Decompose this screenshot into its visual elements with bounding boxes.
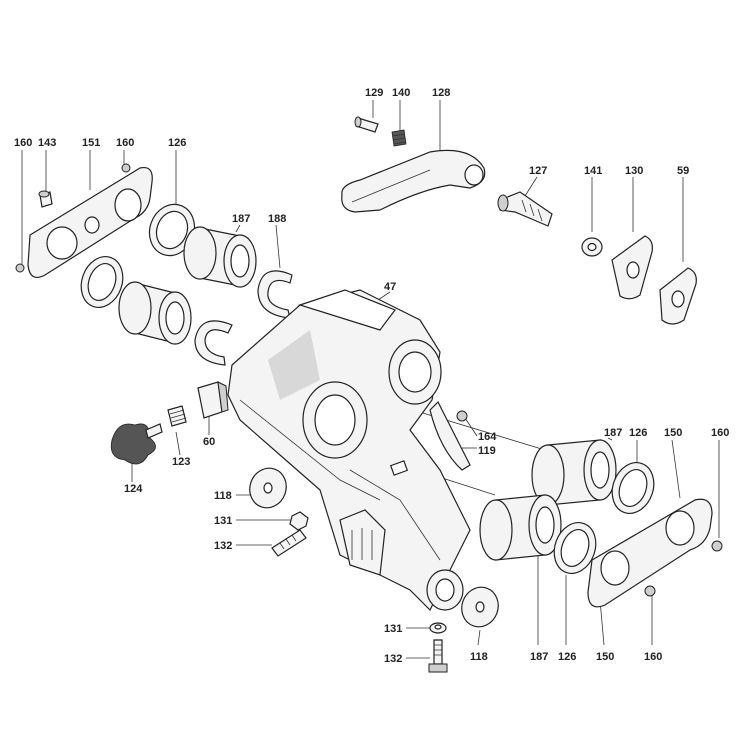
callout-127: 127 [529, 165, 547, 177]
callout-131-b: 131 [384, 623, 402, 635]
callout-187-c: 187 [530, 651, 548, 663]
callout-164: 164 [478, 431, 497, 443]
callout-132-a: 132 [214, 540, 232, 552]
washer-141 [581, 237, 603, 257]
leader-lines [21, 100, 720, 659]
bushing-187-right-bottom [479, 494, 562, 561]
callout-132-b: 132 [384, 653, 402, 665]
bushing-187-left-bottom [118, 281, 192, 345]
callout-118-a: 118 [214, 490, 232, 502]
bolt-132-upper [271, 529, 307, 557]
gasket-126-left [148, 203, 196, 257]
screw-160-right [711, 540, 723, 552]
mounting-plate-150 [587, 498, 713, 608]
clip-188-top [257, 270, 293, 319]
bolt-132-lower [428, 639, 448, 673]
callout-188: 188 [268, 213, 286, 225]
callout-118-b: 118 [470, 651, 488, 663]
nut-131-lower [429, 622, 447, 634]
callout-119: 119 [478, 445, 496, 457]
pin-129 [354, 116, 379, 133]
callout-151: 151 [82, 137, 100, 149]
callout-126-c: 126 [558, 651, 576, 663]
knob-124 [110, 423, 163, 465]
main-housing-47 [227, 289, 471, 612]
screw-164 [456, 410, 468, 422]
nut-131-upper [289, 511, 309, 531]
callout-131-a: 131 [214, 515, 232, 527]
callout-126-a: 126 [168, 137, 186, 149]
screw-160-bottom [644, 585, 656, 597]
callout-160-d: 160 [644, 651, 662, 663]
callout-160-c: 160 [711, 427, 729, 439]
clip-188-bottom [194, 320, 233, 366]
callout-128: 128 [432, 87, 450, 99]
screw-143 [38, 190, 53, 208]
washer-118-upper [249, 467, 287, 509]
mounting-plate-151 [27, 166, 153, 278]
gasket-126-right-top [611, 462, 655, 514]
screw-160-top [121, 163, 131, 173]
callout-123: 123 [172, 456, 190, 468]
callout-187-b: 187 [604, 427, 622, 439]
pad-130 [611, 235, 653, 300]
spring-140 [391, 129, 407, 147]
callout-160-a: 160 [14, 137, 32, 149]
callout-150-b: 150 [596, 651, 614, 663]
callout-160-b: 160 [116, 137, 134, 149]
callout-150-a: 150 [664, 427, 682, 439]
gasket-126-right-bottom [553, 522, 597, 574]
lever-119 [429, 400, 471, 471]
callout-143: 143 [38, 137, 56, 149]
clamp-60 [197, 381, 229, 419]
callout-187-a: 187 [232, 213, 250, 225]
callout-60: 60 [203, 436, 215, 448]
callout-129: 129 [365, 87, 383, 99]
gasket-126-left-lower [80, 256, 124, 308]
callout-130: 130 [625, 165, 643, 177]
callout-47: 47 [384, 281, 396, 293]
washer-118-lower [461, 586, 499, 628]
callout-140: 140 [392, 87, 410, 99]
callout-labels: 160 143 151 160 126 187 188 129 140 128 … [14, 87, 729, 665]
callout-141: 141 [584, 165, 602, 177]
spring-123 [167, 405, 187, 427]
callout-126-b: 126 [629, 427, 647, 439]
bolt-127 [497, 191, 553, 227]
callout-124: 124 [124, 483, 143, 495]
lever-handle-128 [341, 149, 486, 213]
bushing-187-left-top [183, 226, 257, 288]
screw-160-left [15, 263, 25, 273]
pad-59 [659, 267, 697, 325]
bushing-187-right-top [531, 439, 617, 506]
callout-59: 59 [677, 165, 689, 177]
